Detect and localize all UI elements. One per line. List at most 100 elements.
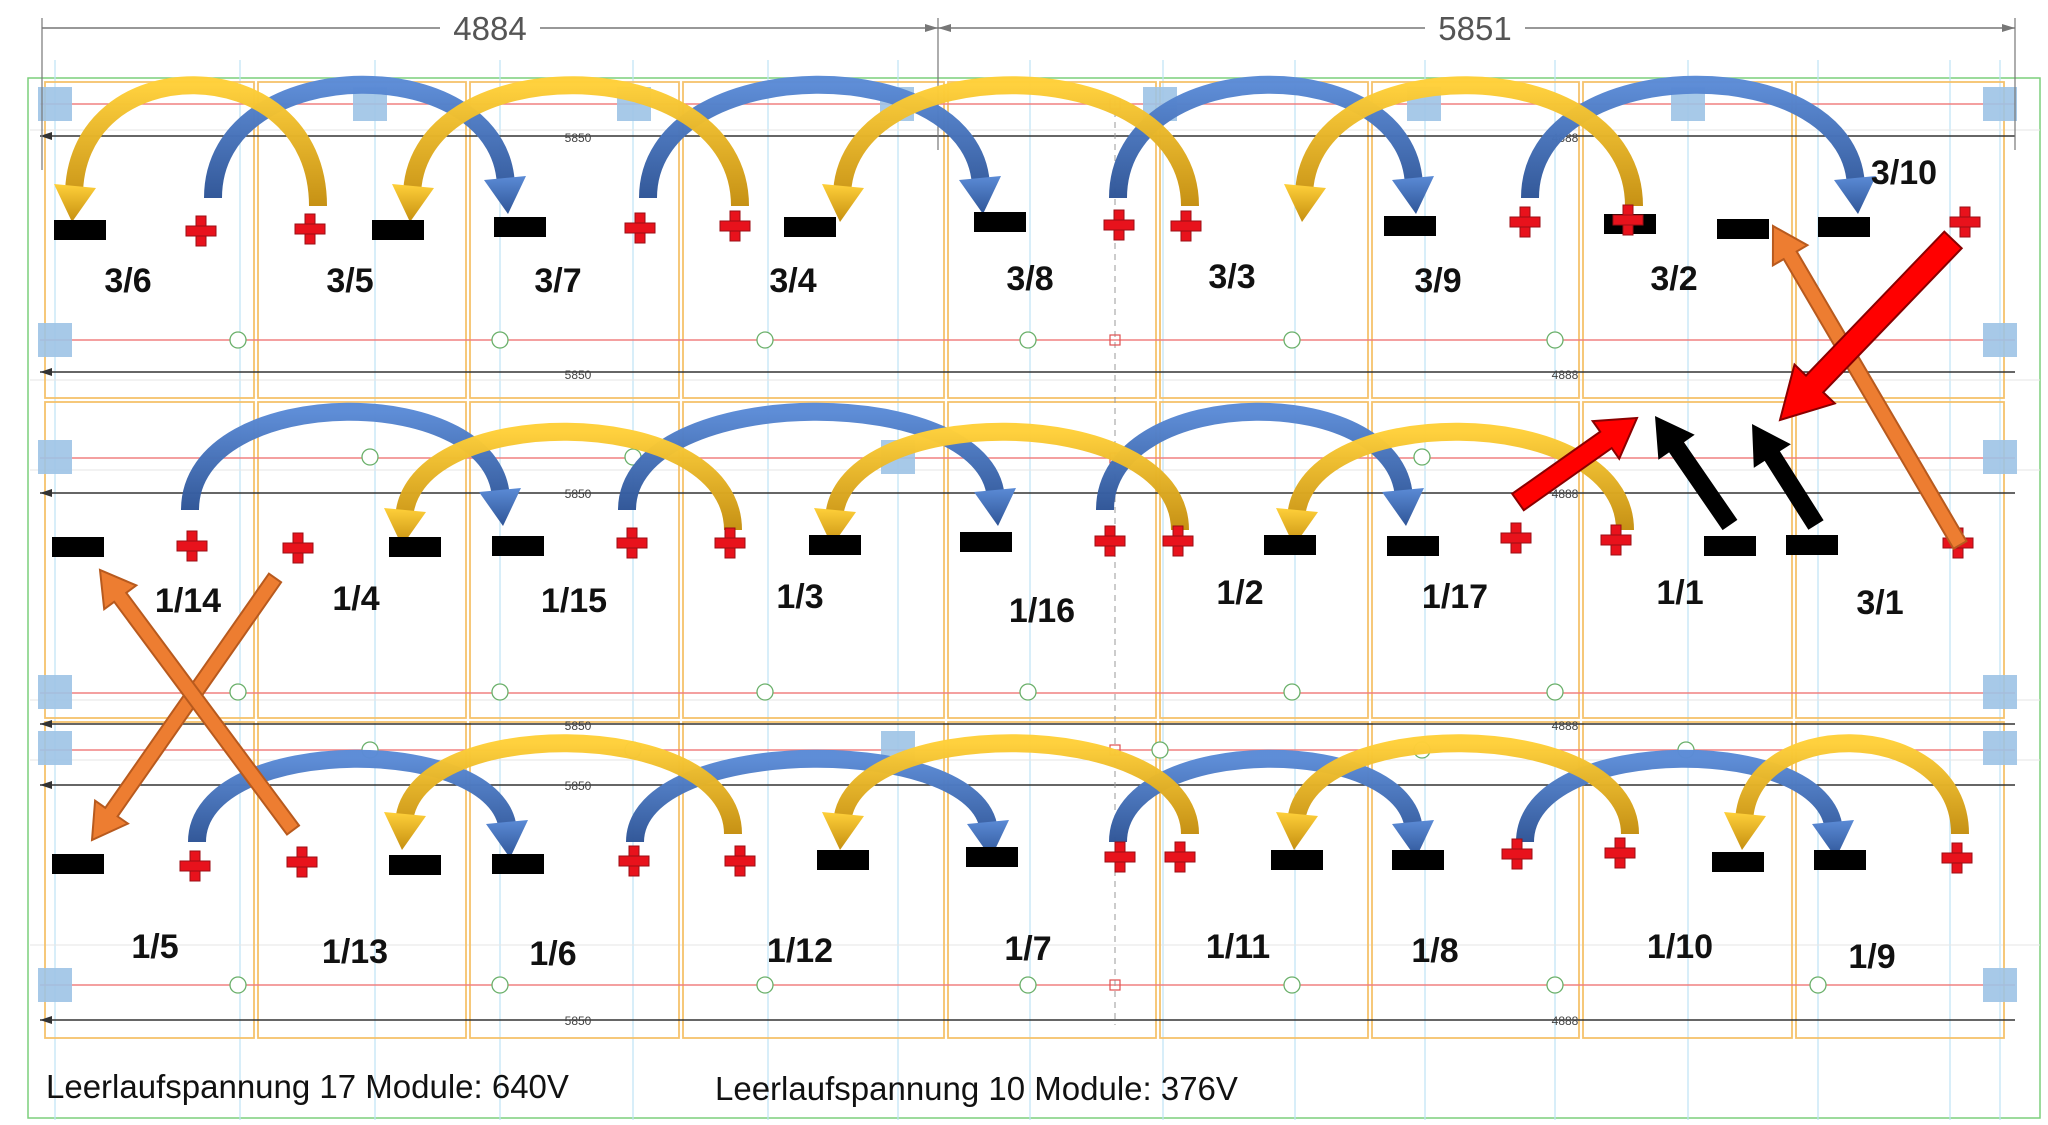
rail-clamp: [38, 323, 72, 357]
module-label: 3/7: [534, 262, 581, 300]
gold-connection-arc: [64, 76, 327, 207]
module-label: 3/9: [1414, 262, 1461, 300]
red-jumper-arrow: [1778, 230, 1964, 422]
module-label: 1/9: [1848, 938, 1895, 976]
plus-bar: [185, 225, 217, 237]
gold-connection-arc-head: [814, 508, 856, 546]
module-label: 3/5: [326, 262, 373, 300]
plus-bar: [1170, 220, 1202, 232]
gold-connection-arc: [1286, 734, 1639, 835]
module-label: 1/17: [1422, 578, 1488, 616]
dimension-tick: [40, 489, 52, 497]
caption-17-modules: Leerlaufspannung 17 Module: 640V: [46, 1068, 569, 1105]
inner-dim-left: 5850: [565, 368, 592, 382]
black-jumper-arrow: [1752, 424, 1824, 530]
black-jumper-arrow: [1655, 416, 1738, 531]
caption-10-modules: Leerlaufspannung 10 Module: 376V: [715, 1070, 1238, 1107]
rail-clamp: [1983, 968, 2017, 1002]
orange-jumper-arrow: [90, 572, 283, 842]
negative-terminal-icon: [372, 220, 424, 240]
rail-clamp: [38, 968, 72, 1002]
plus-bar: [1949, 216, 1981, 228]
plus-bar: [294, 223, 326, 235]
positive-terminal-icon: [1500, 522, 1532, 554]
plus-bar: [1164, 851, 1196, 863]
inner-dim-left: 5850: [565, 719, 592, 733]
blue-connection-arc: [1109, 75, 1424, 199]
positive-terminal-icon: [618, 845, 650, 877]
plus-bar: [1941, 852, 1973, 864]
blue-connection-arc-head: [1812, 820, 1854, 858]
negative-terminal-icon: [1818, 217, 1870, 237]
rail-clamp: [1983, 323, 2017, 357]
background-grid: [27, 60, 2041, 1120]
module-label: 1/1: [1656, 574, 1703, 612]
negative-terminal-icon: [809, 535, 861, 555]
negative-terminal-icon: [784, 217, 836, 237]
anchor-marker: [1109, 979, 1121, 991]
negative-terminal-icon: [54, 220, 106, 240]
negative-terminal-icon: [1387, 536, 1439, 556]
module-label: 3/10: [1871, 154, 1937, 192]
plus-bar: [1500, 532, 1532, 544]
rail-circle: [1413, 448, 1431, 466]
rail-circle: [1546, 331, 1564, 349]
module-label: 1/4: [332, 580, 379, 618]
dimension-tick: [40, 781, 52, 789]
plus-bar: [1162, 535, 1194, 547]
solar-panel: [947, 721, 1157, 1039]
rail-circle: [756, 976, 774, 994]
module-label: 3/6: [104, 262, 151, 300]
orange-jumper-arrow: [1771, 224, 1968, 551]
dimension-right: 5851: [1438, 10, 1511, 47]
positive-terminal-icon: [624, 212, 656, 244]
solar-panel: [1795, 721, 2005, 1039]
plus-bar: [1612, 214, 1644, 226]
negative-terminal-icon: [1271, 850, 1323, 870]
negative-terminal-icon: [960, 532, 1012, 552]
plus-bar: [282, 542, 314, 554]
dimension-line: 4884 5851: [41, 10, 2016, 170]
positive-terminal-icon: [1103, 209, 1135, 241]
rail-circle: [491, 683, 509, 701]
positive-terminal-icon: [1162, 525, 1194, 557]
solar-panel: [682, 401, 945, 719]
inner-dimension-labels: 5850 4888 5850 4888 5850 4888 5850 4888 …: [565, 131, 1579, 1028]
positive-terminal-icon: [1501, 838, 1533, 870]
module-label: 3/3: [1208, 258, 1255, 296]
positive-terminal-icon: [1949, 206, 1981, 238]
dimension-tick: [40, 132, 52, 140]
module-label: 1/16: [1009, 592, 1075, 630]
module-label: 3/4: [769, 262, 816, 300]
dimension-left: 4884: [453, 10, 526, 47]
rail-circle: [1546, 683, 1564, 701]
negative-terminal-icon: [52, 854, 104, 874]
negative-terminal-icon: [1717, 219, 1769, 239]
solar-panel: [1159, 721, 1369, 1039]
plus-bar: [618, 855, 650, 867]
dimension-tick: [40, 720, 52, 728]
plus-bar: [176, 540, 208, 552]
module-label: 3/1: [1856, 584, 1903, 622]
negative-terminal-icon: [1704, 536, 1756, 556]
blue-connection-arc: [1096, 402, 1414, 511]
negative-terminal-icon: [494, 217, 546, 237]
gold-connection-arc-head: [384, 508, 426, 546]
inner-dim-right: 4888: [1552, 1014, 1579, 1028]
solar-panel: [1582, 721, 1793, 1039]
dimension-tick: [40, 368, 52, 376]
connection-arcs: [54, 75, 1969, 858]
module-label: 3/2: [1650, 260, 1697, 298]
rail-clamp: [1983, 440, 2017, 474]
blue-connection-arc-head: [486, 820, 528, 858]
negative-terminal-icon: [52, 537, 104, 557]
module-label: 1/5: [131, 928, 178, 966]
positive-terminal-icon: [714, 527, 746, 559]
negative-terminal-icon: [492, 536, 544, 556]
blue-connection-arc: [639, 75, 991, 199]
module-labels-bottom-row: 1/5 1/13 1/6 1/12 1/7 1/11 1/8 1/10 1/9: [131, 928, 1895, 976]
rail-clamp: [38, 731, 72, 765]
positive-terminal-icon: [1941, 842, 1973, 874]
solar-panel: [469, 401, 680, 719]
positive-terminal-icon: [1600, 524, 1632, 556]
